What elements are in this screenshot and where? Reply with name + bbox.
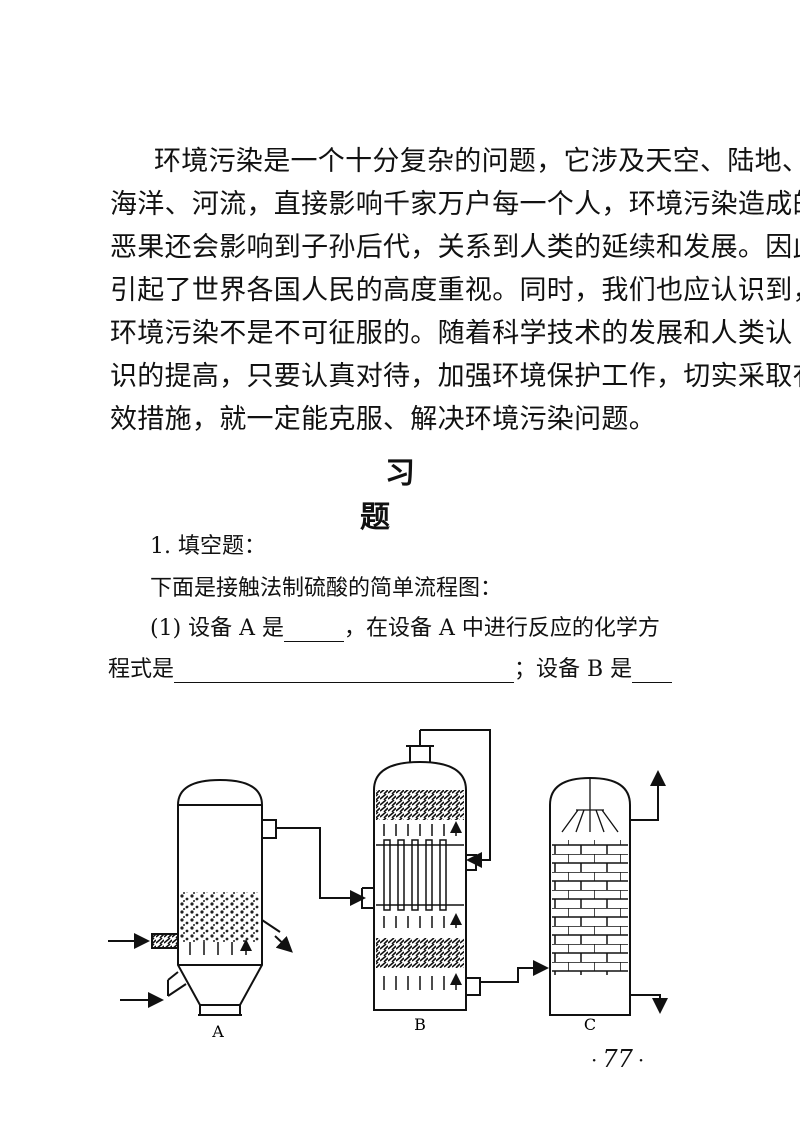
converter-a (108, 778, 366, 1016)
page-number: ·77· (586, 1045, 649, 1073)
converter-b (361, 729, 549, 1011)
paragraph-line: 环境污染是一个十分复杂的问题，它涉及天空、陆地、 (154, 146, 800, 177)
paragraph-line: 效措施，就一定能克服、解决环境污染问题。 (110, 404, 656, 435)
absorber-c (549, 770, 668, 1016)
section-heading: 习 题 (360, 456, 465, 535)
answer-blank[interactable] (174, 660, 515, 683)
label-c: C (584, 1015, 596, 1034)
answer-blank[interactable] (632, 660, 673, 683)
page-number-value: 77 (602, 1045, 633, 1073)
paragraph-line: 恶果还会影响到子孙后代，关系到人类的延续和发展。因此 (110, 232, 800, 263)
page-number-dot: · (591, 1048, 598, 1072)
question-text: ，在设备 A 中进行反应的化学方 (344, 616, 660, 641)
process-flow-diagram: A B C (108, 729, 668, 1040)
question-text: 程式是 (108, 657, 175, 682)
question-text: (1) 设备 A 是 (150, 616, 285, 641)
paragraph-line: 引起了世界各国人民的高度重视。同时，我们也应认识到， (110, 275, 800, 306)
page-number-dot: · (637, 1048, 645, 1072)
paragraph-line: 海洋、河流，直接影响千家万户每一个人，环境污染造成的 (110, 189, 800, 220)
body-paragraph: 环境污染是一个十分复杂的问题，它涉及天空、陆地、 海洋、河流，直接影响千家万户每… (110, 140, 800, 441)
answer-blank[interactable] (284, 619, 345, 642)
exercise-intro: 下面是接触法制硫酸的简单流程图： (150, 576, 503, 601)
exercise-number: 1. 填空题： (150, 534, 266, 559)
question-text: ；设备 B 是 (514, 657, 633, 682)
paragraph-line: 识的提高，只要认真对待，加强环境保护工作，切实采取有 (110, 361, 800, 392)
question-1-line-1: (1) 设备 A 是 ，在设备 A 中进行反应的化学方 (150, 610, 660, 642)
label-a: A (211, 1022, 224, 1040)
paragraph-line: 环境污染不是不可征服的。随着科学技术的发展和人类认 (110, 318, 793, 349)
question-1-line-2: 程式是 ；设备 B 是 (108, 651, 673, 683)
label-b: B (414, 1015, 426, 1034)
